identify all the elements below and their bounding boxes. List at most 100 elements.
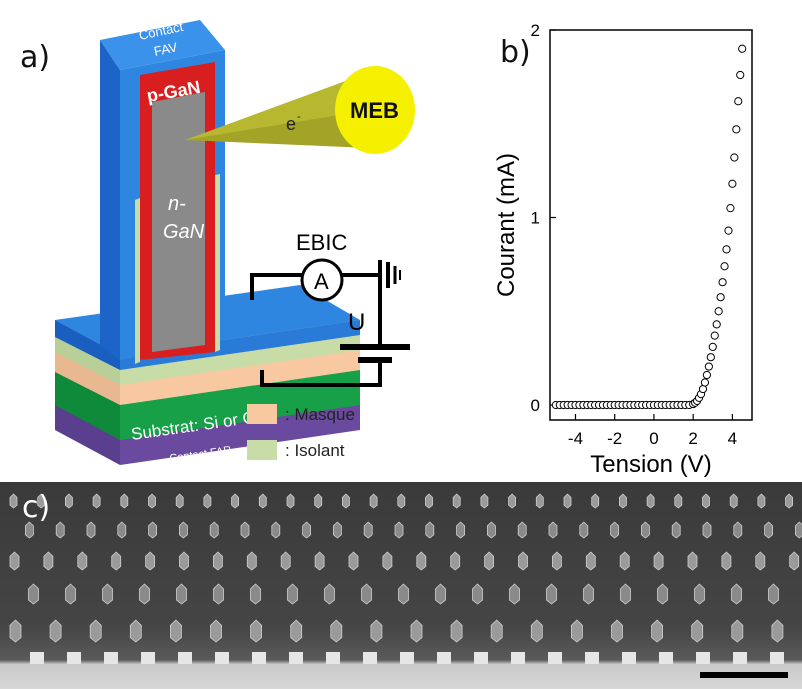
nanowire-pillar: [203, 493, 212, 509]
nanowire-pillar: [518, 551, 528, 571]
nanowire-pillar: [280, 551, 291, 571]
nanowire-pillar: [484, 551, 495, 571]
n-gan-core: [152, 92, 205, 352]
nanowire-pillar: [361, 583, 372, 605]
contact-fav-label-2: FAV: [153, 39, 180, 59]
data-point: [702, 370, 711, 380]
nanowire-pillar: [702, 493, 710, 509]
nanowire-pillar: [24, 521, 34, 539]
cleaved-edge-pillar: [104, 652, 118, 664]
isolant-strip-right: [215, 174, 220, 352]
nanowire-pillar: [348, 551, 359, 571]
data-point: [700, 378, 710, 387]
data-point: [728, 179, 737, 188]
nanowire-pillar: [314, 551, 325, 571]
data-point: [738, 44, 747, 53]
cleaved-edge-pillar: [363, 652, 377, 664]
nanowire-pillar: [77, 551, 88, 571]
nanowire-pillar: [591, 493, 600, 509]
data-point: [720, 262, 729, 271]
nanowire-pillar: [729, 493, 738, 509]
nanowire-pillar: [450, 619, 463, 643]
nanowire-pillar: [139, 583, 150, 605]
data-point: [712, 320, 721, 329]
nanowire-pillar: [764, 521, 773, 539]
nanowire-pillar: [175, 493, 184, 509]
nanowire-pillar: [240, 521, 250, 539]
nanowire-pillar: [9, 619, 22, 643]
nanowire-pillar: [250, 619, 263, 643]
nanowire-pillar: [619, 493, 627, 509]
y-tick-label: 1: [531, 209, 540, 228]
panel-label-a: a): [20, 40, 51, 75]
nanowire-pillar: [657, 583, 668, 605]
nanowire-pillar: [620, 583, 631, 605]
cleaved-edge-pillar: [400, 652, 414, 664]
nanowire-pillar: [755, 551, 766, 571]
nanowire-pillar: [702, 521, 712, 539]
nanowire-pillar: [28, 583, 39, 605]
nanowire-pillar: [271, 521, 281, 539]
data-point: [724, 226, 733, 235]
nanowire-pillar: [646, 493, 655, 509]
nanowire-pillar: [425, 521, 435, 539]
electron-label: e: [286, 114, 296, 134]
pillar-top: [100, 20, 225, 70]
cleaved-edge-pillar: [474, 652, 488, 664]
nanowire-pillar: [508, 493, 516, 509]
nanowire-pillar: [535, 493, 544, 509]
nanowire-pillar: [795, 521, 802, 539]
cleaved-edge-pillar: [215, 652, 229, 664]
nanowire-pillar: [302, 521, 312, 539]
nanowire-pillar: [435, 583, 446, 605]
panel-c-sem-image: c): [0, 482, 802, 689]
nanowire-pillar: [674, 493, 683, 509]
nanowire-pillar: [546, 583, 557, 605]
cleaved-edge-pillar: [696, 652, 710, 664]
cleaved-edge-pillar: [548, 652, 562, 664]
nanowire-pillar: [37, 493, 46, 509]
cleaved-edge-pillar: [30, 652, 44, 664]
nanowire-pillar: [210, 619, 222, 643]
nanowire-pillar: [43, 551, 54, 571]
nanowire-pillar: [651, 619, 663, 643]
nanowire-pillar: [92, 493, 101, 509]
nanowire-pillar: [102, 583, 113, 605]
data-point: [730, 153, 739, 162]
nanowire-pillar: [120, 493, 129, 509]
scale-bar: [700, 672, 788, 678]
nanowire-pillar: [480, 493, 489, 509]
data-point: [706, 353, 715, 362]
nanowire-pillar: [86, 521, 96, 539]
cleaved-edge-pillar: [178, 652, 192, 664]
legend-swatch-isolant: [247, 440, 277, 460]
contact-fav-base: [120, 320, 360, 370]
nanowire-pillar: [286, 493, 295, 509]
nanowire-pillar: [456, 521, 466, 539]
plot-frame: [549, 29, 753, 421]
data-point: [704, 362, 713, 371]
nanowire-pillar: [771, 619, 784, 643]
nanowire-pillar: [9, 493, 18, 509]
nanowire-pillar: [324, 583, 335, 605]
nanowire-pillar: [490, 619, 503, 643]
nanowire-pillar: [757, 493, 766, 509]
nanowire-pillar: [382, 551, 393, 571]
nanowire-pillar: [509, 583, 520, 605]
nanowire-pillar: [330, 619, 343, 643]
nanowire-pillar: [394, 521, 404, 539]
cleaved-edge-pillar: [326, 652, 340, 664]
nanowire-pillar: [231, 493, 240, 509]
nanowire-pillar: [552, 551, 562, 571]
electron-beam-shade: [185, 110, 370, 148]
nanowire-pillar: [65, 493, 73, 509]
nanowire-pillar: [653, 551, 664, 571]
electron-sup: -: [297, 111, 301, 123]
n-gan-label-2: GaN: [163, 221, 205, 243]
x-axis-label: Tension (V): [590, 451, 711, 478]
nanowire-pillar: [611, 619, 623, 643]
cleaved-edge-pillar: [511, 652, 525, 664]
ammeter: [300, 258, 344, 302]
